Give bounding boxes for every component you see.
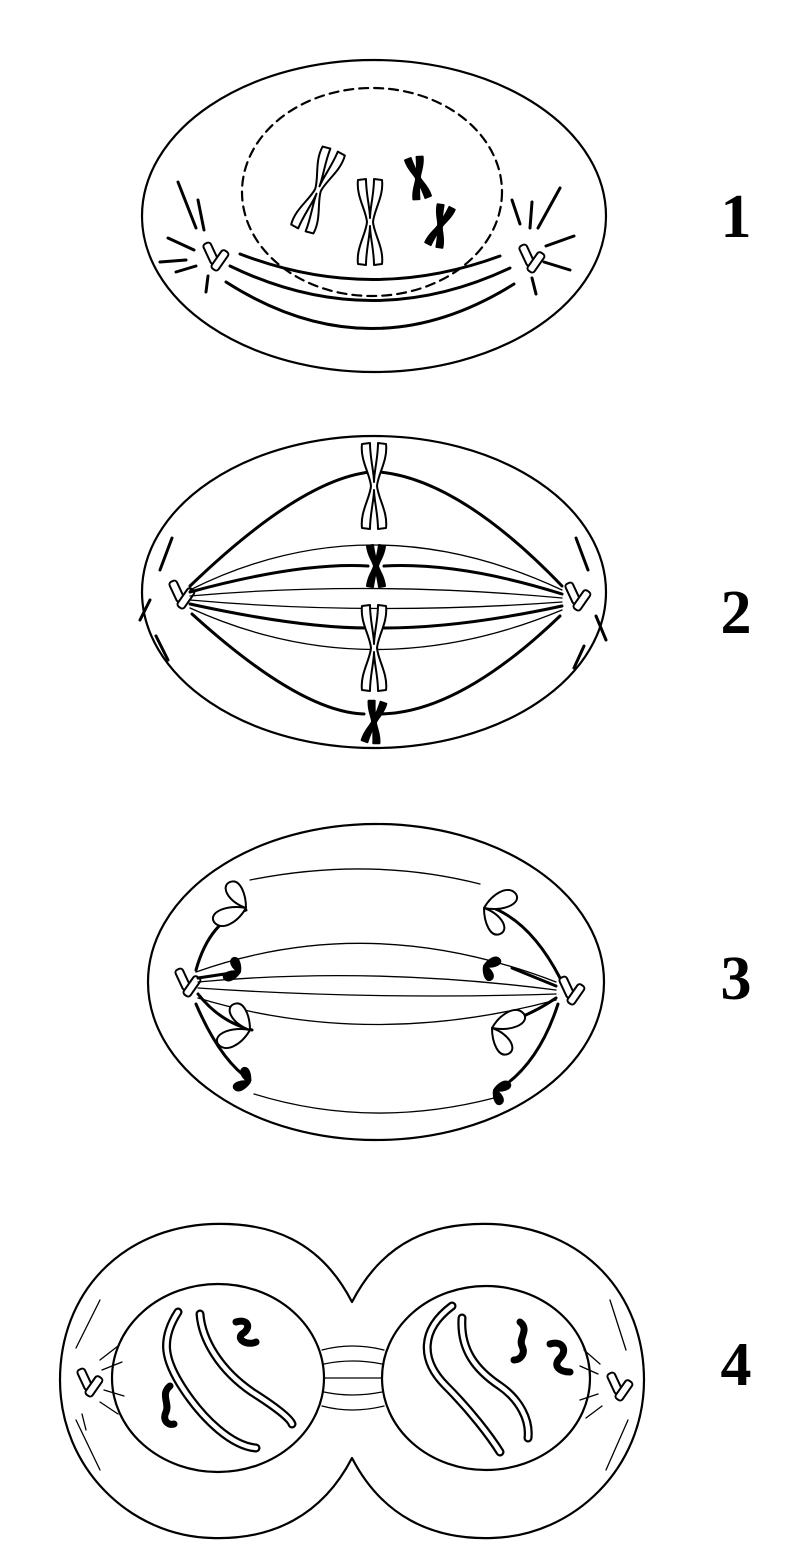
nuclear-envelope — [240, 86, 504, 298]
cell-membrane — [140, 58, 608, 374]
nucleus-left — [110, 1282, 326, 1474]
stage-2-metaphase — [138, 434, 608, 750]
stage-label-2: 2 — [720, 579, 752, 647]
chromosome-solid — [366, 544, 386, 588]
cell-membrane-dividing — [58, 1222, 646, 1540]
chromatid-solid — [482, 956, 502, 982]
centriole-right — [557, 974, 587, 1007]
chromatin-right — [422, 1301, 574, 1457]
centriole-right — [605, 1370, 635, 1403]
stage-label-3: 3 — [720, 945, 752, 1013]
centriole-left — [201, 240, 231, 273]
stage-label-4: 4 — [720, 1331, 752, 1399]
chromosome-solid — [360, 698, 388, 746]
stage-3-anaphase — [146, 822, 606, 1142]
chromosome-solid — [423, 202, 457, 250]
spindle-fibers — [138, 470, 608, 716]
stage-label-1: 1 — [720, 183, 752, 251]
chromosome-hollow — [360, 604, 388, 692]
aster-left — [158, 180, 210, 294]
chromosome-hollow — [289, 144, 347, 236]
cell-membrane — [146, 822, 606, 1142]
chromosome-hollow — [360, 442, 388, 530]
stage-4-telophase — [58, 1222, 646, 1540]
aster-right — [510, 186, 576, 296]
centriole-left — [75, 1366, 105, 1399]
chromatid-solid — [492, 1080, 512, 1106]
centriole-right — [517, 242, 547, 275]
spindle-fibers — [224, 252, 516, 330]
midbody-fibers — [321, 1345, 385, 1411]
aster-right — [579, 1299, 629, 1471]
aster-left — [75, 1299, 125, 1471]
chromatid-hollow — [211, 880, 247, 928]
chromatid-solid — [232, 1066, 252, 1092]
chromosome-hollow — [356, 178, 384, 266]
chromatid-hollow — [491, 1008, 527, 1056]
chromatid-solid — [222, 956, 242, 982]
cell-membrane — [140, 434, 608, 750]
centriole-right — [563, 580, 593, 613]
stage-1-prophase — [140, 58, 608, 374]
chromosome-solid — [403, 154, 433, 202]
chromatid-hollow — [215, 1002, 251, 1050]
chromatin-left — [161, 1307, 297, 1453]
